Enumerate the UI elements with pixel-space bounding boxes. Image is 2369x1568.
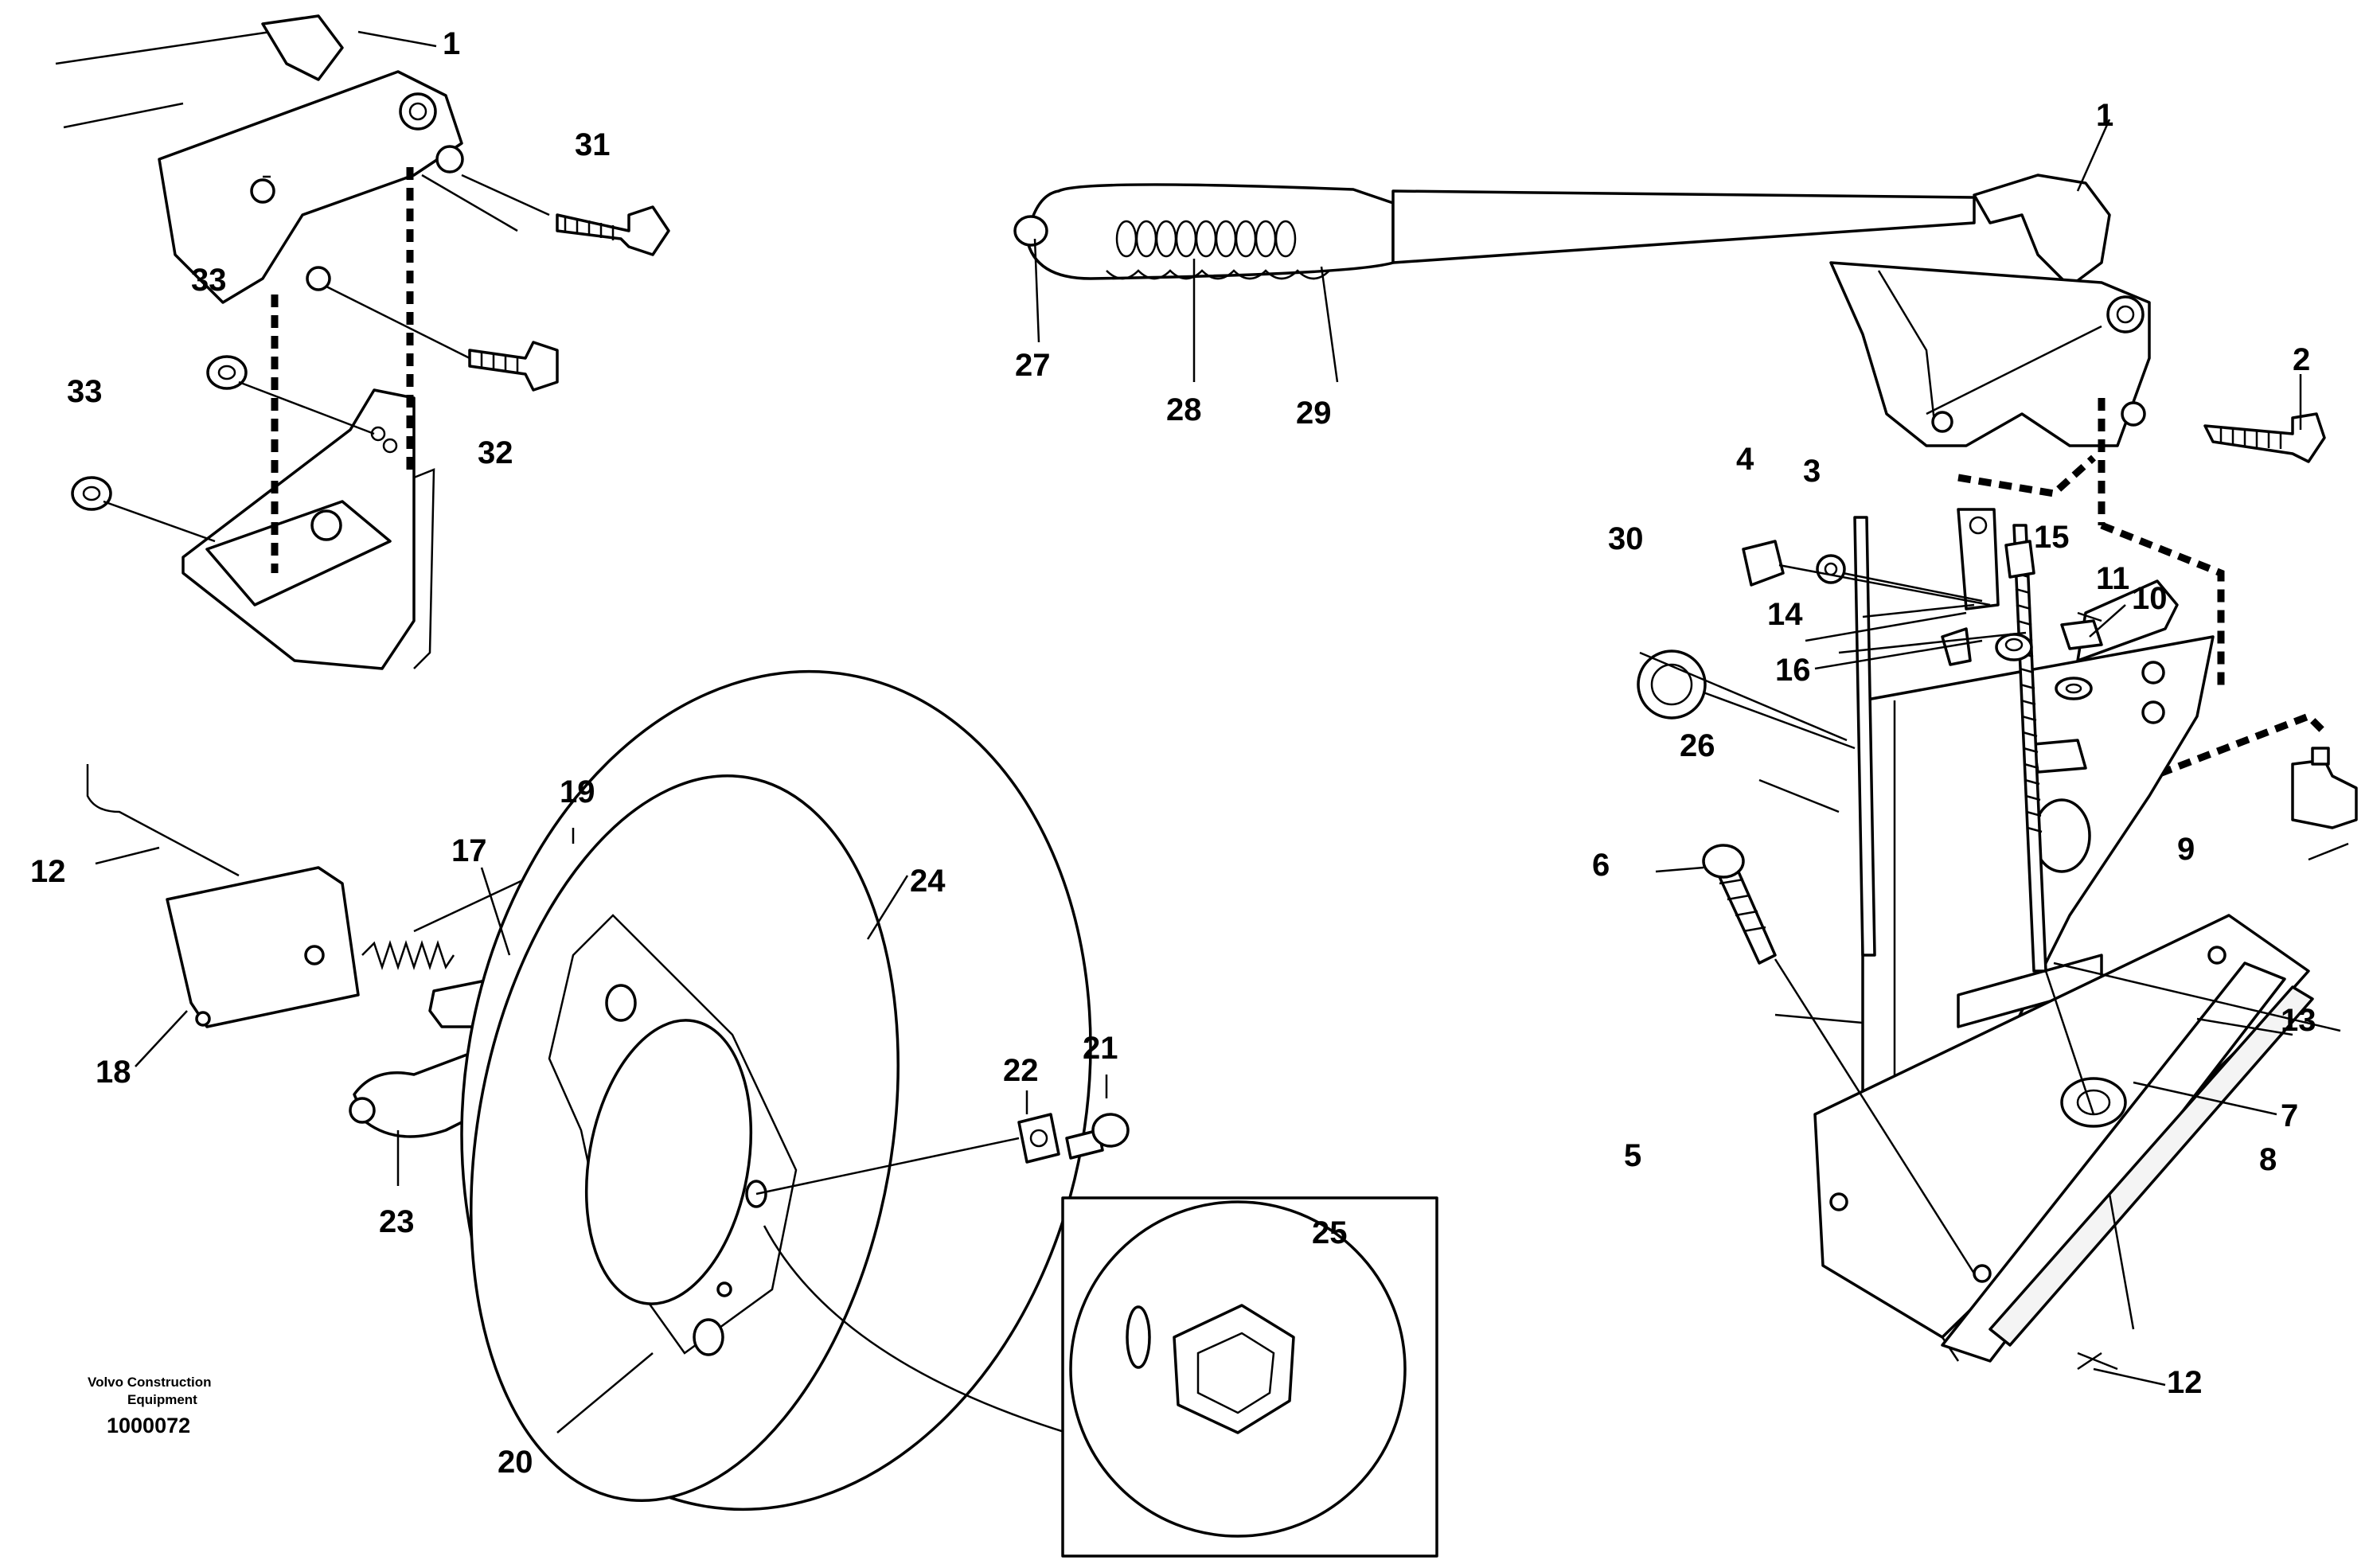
lever-pivot-detail	[55, 14, 670, 670]
brake-drum-assembly	[86, 669, 1438, 1558]
callout-11: 11	[2096, 561, 2129, 596]
callout-23: 23	[379, 1204, 415, 1239]
callout-19: 19	[560, 774, 595, 809]
leader-lines	[95, 30, 2349, 1433]
callout-1-top-left: 1	[443, 26, 460, 61]
callout-26: 26	[1680, 728, 1715, 763]
callout-30: 30	[1608, 521, 1644, 556]
callout-28: 28	[1166, 392, 1202, 427]
callout-33-a: 33	[191, 263, 227, 298]
callout-16: 16	[1775, 653, 1811, 688]
callout-8: 8	[2259, 1142, 2277, 1177]
callout-1-top-right: 1	[2096, 98, 2113, 133]
callout-17: 17	[451, 833, 487, 868]
drawing-number: 1000072	[107, 1414, 190, 1437]
drawing-info: Volvo Construction Equipment 1000072	[88, 1375, 212, 1437]
callout-labels: 1 31 33 32 33 27 28 29 1 2 4 3 30 15 11 …	[30, 26, 2316, 1480]
callout-20: 20	[498, 1445, 533, 1480]
callout-12-left: 12	[30, 854, 66, 889]
callout-14: 14	[1767, 597, 1803, 632]
callout-9: 9	[2177, 832, 2195, 867]
callout-24: 24	[910, 864, 946, 899]
callout-7: 7	[2281, 1098, 2298, 1133]
callout-25: 25	[1312, 1215, 1348, 1250]
publisher-line-1: Volvo Construction	[88, 1375, 212, 1390]
callout-32: 32	[478, 435, 513, 470]
callout-29: 29	[1296, 396, 1332, 431]
callout-15: 15	[2034, 520, 2070, 555]
callout-10: 10	[2132, 581, 2168, 616]
publisher-line-2: Equipment	[127, 1392, 197, 1407]
callout-33-b: 33	[67, 374, 103, 409]
callout-6: 6	[1592, 848, 1610, 883]
return-spring	[361, 940, 455, 970]
callout-18: 18	[96, 1055, 131, 1090]
callout-13: 13	[2281, 1003, 2316, 1038]
callout-4: 4	[1736, 442, 1754, 477]
callout-27: 27	[1015, 348, 1051, 383]
callout-12-right: 12	[2167, 1365, 2203, 1400]
callout-22: 22	[1003, 1053, 1039, 1088]
callout-2: 2	[2293, 342, 2310, 377]
callout-21: 21	[1083, 1031, 1118, 1066]
lever-spring	[1115, 220, 1297, 258]
callout-5: 5	[1624, 1138, 1641, 1173]
callout-31: 31	[575, 127, 611, 162]
brake-lever-assembly	[1013, 174, 2358, 1363]
callout-3: 3	[1803, 454, 1821, 489]
